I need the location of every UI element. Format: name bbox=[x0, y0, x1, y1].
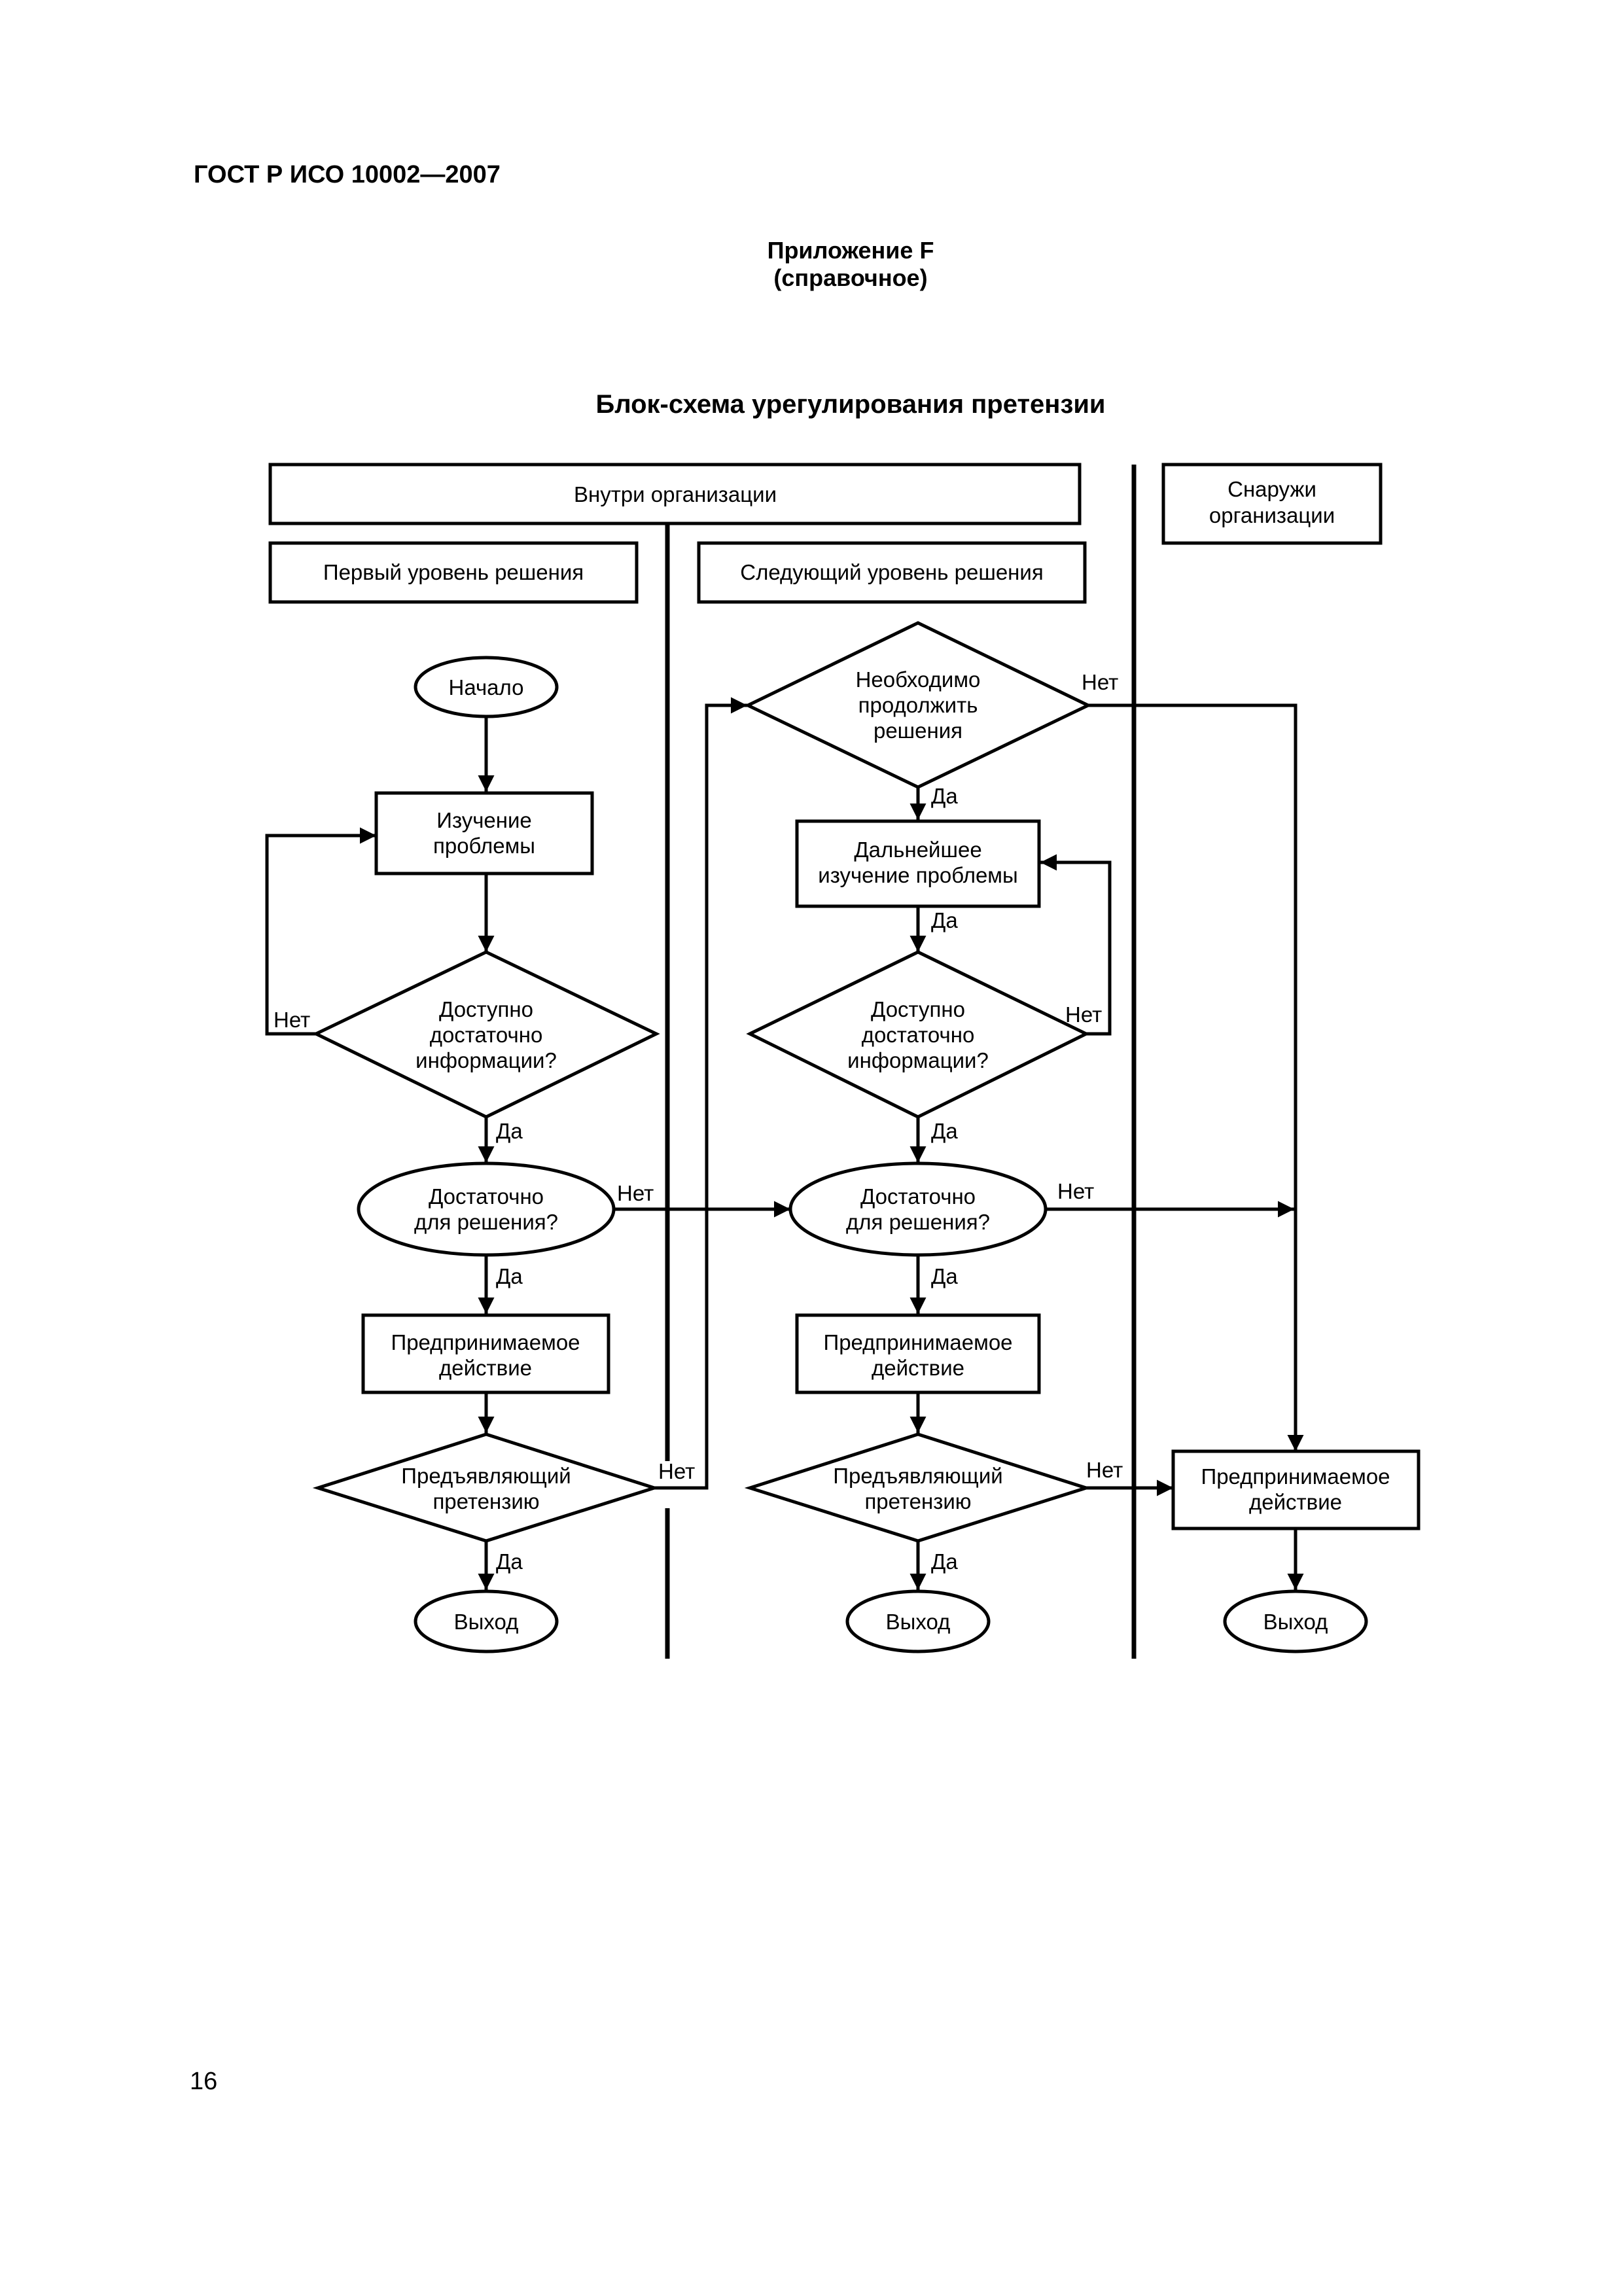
node-label: Изучение bbox=[436, 808, 532, 832]
node-label: Дальнейшее bbox=[854, 838, 981, 862]
lane-next-level-box bbox=[697, 541, 1087, 604]
node-label: претензию bbox=[432, 1489, 539, 1513]
lane-outside-label: Снаружи bbox=[1227, 477, 1316, 501]
node-label: Выход bbox=[454, 1610, 519, 1634]
yes-label: Да bbox=[931, 1264, 958, 1288]
node-label: претензию bbox=[864, 1489, 971, 1513]
node-label: Предпринимаемое bbox=[1201, 1464, 1390, 1489]
no-label: Нет bbox=[617, 1181, 654, 1205]
lane-inside-box bbox=[268, 463, 1082, 525]
node-label: Предпринимаемое bbox=[823, 1330, 1012, 1354]
no-label: Нет bbox=[1057, 1179, 1094, 1203]
no-label: Нет bbox=[1082, 670, 1118, 694]
node-label: Предпринимаемое bbox=[391, 1330, 580, 1354]
exit-terminal-outside bbox=[1223, 1589, 1368, 1653]
node-label: для решения? bbox=[846, 1210, 990, 1234]
decision-info-available-2 bbox=[746, 950, 1090, 1119]
lane-inside-label: Внутри организации bbox=[574, 482, 777, 506]
node-label: Начало bbox=[449, 675, 524, 699]
lane-first-level-box bbox=[268, 541, 639, 604]
no-label: Нет bbox=[1086, 1458, 1123, 1482]
node-label: Достаточно bbox=[429, 1184, 544, 1209]
process-further-study bbox=[795, 819, 1041, 908]
node-label: действие bbox=[1249, 1490, 1342, 1514]
process-action-2 bbox=[795, 1313, 1041, 1394]
no-label: Нет bbox=[658, 1459, 695, 1483]
node-label: Достаточно bbox=[860, 1184, 976, 1209]
annex-subtitle: (справочное) bbox=[773, 264, 928, 291]
yes-label: Да bbox=[931, 784, 958, 808]
decision-continue-resolution bbox=[744, 621, 1092, 789]
process-action-1 bbox=[361, 1313, 610, 1394]
yes-label: Да bbox=[931, 908, 958, 932]
exit-terminal-1 bbox=[414, 1589, 559, 1653]
start-terminal bbox=[414, 656, 559, 718]
page-number: 16 bbox=[190, 2068, 218, 2095]
node-label: Необходимо bbox=[856, 667, 981, 692]
exit-terminal-2 bbox=[845, 1589, 991, 1653]
page-header: ГОСТ Р ИСО 10002—2007 bbox=[194, 161, 501, 188]
lane-outside-box bbox=[1161, 463, 1383, 545]
lane-next-level-label: Следующий уровень решения bbox=[740, 560, 1043, 584]
node-label: Предъявляющий bbox=[833, 1464, 1002, 1488]
node-label: действие bbox=[872, 1356, 964, 1380]
decision-claimant-2 bbox=[744, 1432, 1092, 1543]
connectors bbox=[265, 697, 1304, 1590]
connector bbox=[1040, 854, 1112, 1036]
lane-outside-label: организации bbox=[1209, 503, 1335, 527]
no-label: Нет bbox=[1065, 1002, 1102, 1027]
yes-label: Да bbox=[496, 1119, 523, 1143]
node-label: решения bbox=[874, 718, 962, 743]
node-label: Доступно bbox=[871, 997, 965, 1021]
yes-label: Да bbox=[496, 1549, 523, 1574]
node-label: действие bbox=[439, 1356, 532, 1380]
node-label: Выход bbox=[886, 1610, 951, 1634]
process-action-outside bbox=[1171, 1449, 1421, 1530]
node-label: Выход bbox=[1263, 1610, 1328, 1634]
annex-title: Приложение F bbox=[767, 237, 934, 264]
connector bbox=[265, 827, 376, 1036]
node-label: информации? bbox=[415, 1048, 557, 1072]
process-study-problem bbox=[374, 791, 594, 875]
node-label: продолжить bbox=[858, 693, 978, 717]
no-label: Нет bbox=[274, 1008, 310, 1032]
decision-info-available-1 bbox=[312, 950, 660, 1119]
yes-label: Да bbox=[496, 1264, 523, 1288]
yes-label: Да bbox=[931, 1119, 958, 1143]
decision-claimant-1 bbox=[312, 1432, 660, 1543]
diagram-title: Блок-схема урегулирования претензии bbox=[595, 390, 1106, 419]
node-label: для решения? bbox=[414, 1210, 558, 1234]
connector bbox=[654, 697, 747, 1490]
node-label: Предъявляющий bbox=[401, 1464, 571, 1488]
lane-first-level-label: Первый уровень решения bbox=[323, 560, 584, 584]
node-label: достаточно bbox=[862, 1023, 975, 1047]
decision-enough-to-resolve-2 bbox=[788, 1161, 1048, 1257]
decision-enough-to-resolve-1 bbox=[357, 1161, 616, 1257]
node-label: Доступно bbox=[439, 997, 533, 1021]
node-label: достаточно bbox=[430, 1023, 543, 1047]
connector bbox=[1088, 703, 1304, 1451]
yes-label: Да bbox=[931, 1549, 958, 1574]
node-label: проблемы bbox=[433, 834, 535, 858]
node-label: информации? bbox=[847, 1048, 989, 1072]
node-label: изучение проблемы bbox=[818, 863, 1017, 887]
